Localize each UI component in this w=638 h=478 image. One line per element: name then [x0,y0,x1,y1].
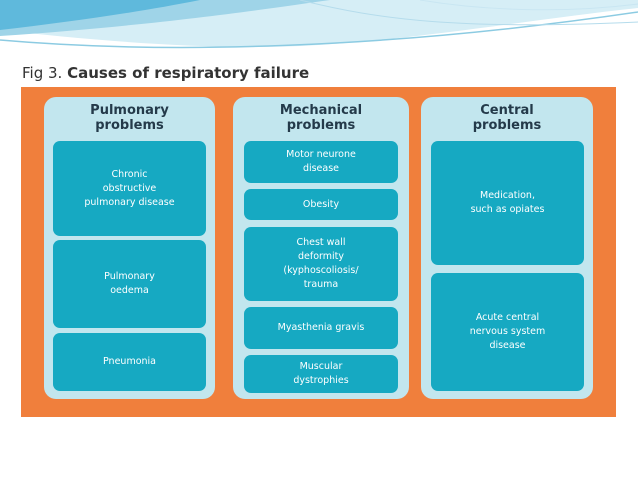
column-title: Pulmonary problems [90,103,169,133]
cause-box: Chest wall deformity (kyphoscoliosis/ tr… [244,227,398,301]
decorative-header-swoosh [0,0,638,49]
column-pulmonary: Pulmonary problems Chronic obstructive p… [44,97,215,399]
cause-box: Myasthenia gravis [244,307,398,349]
cause-box: Muscular dystrophies [244,355,398,393]
cause-box: Pneumonia [53,333,206,391]
cause-box: Chronic obstructive pulmonary disease [53,141,206,236]
figure-title-text: Causes of respiratory failure [67,64,310,82]
column-mechanical: Mechanical problems Motor neurone diseas… [233,97,409,399]
column-title: Mechanical problems [279,103,363,133]
column-title: Central problems [472,103,542,133]
cause-box: Medication, such as opiates [431,141,584,265]
cause-box: Obesity [244,189,398,220]
cause-box: Pulmonary oedema [53,240,206,328]
figure-label: Fig 3. [22,64,68,82]
column-central: Central problems Medication, such as opi… [421,97,593,399]
cause-box: Acute central nervous system disease [431,273,584,391]
cause-box: Motor neurone disease [244,141,398,183]
diagram-panel: Pulmonary problems Chronic obstructive p… [21,87,616,417]
figure-title: Fig 3. Causes of respiratory failure [22,64,309,82]
